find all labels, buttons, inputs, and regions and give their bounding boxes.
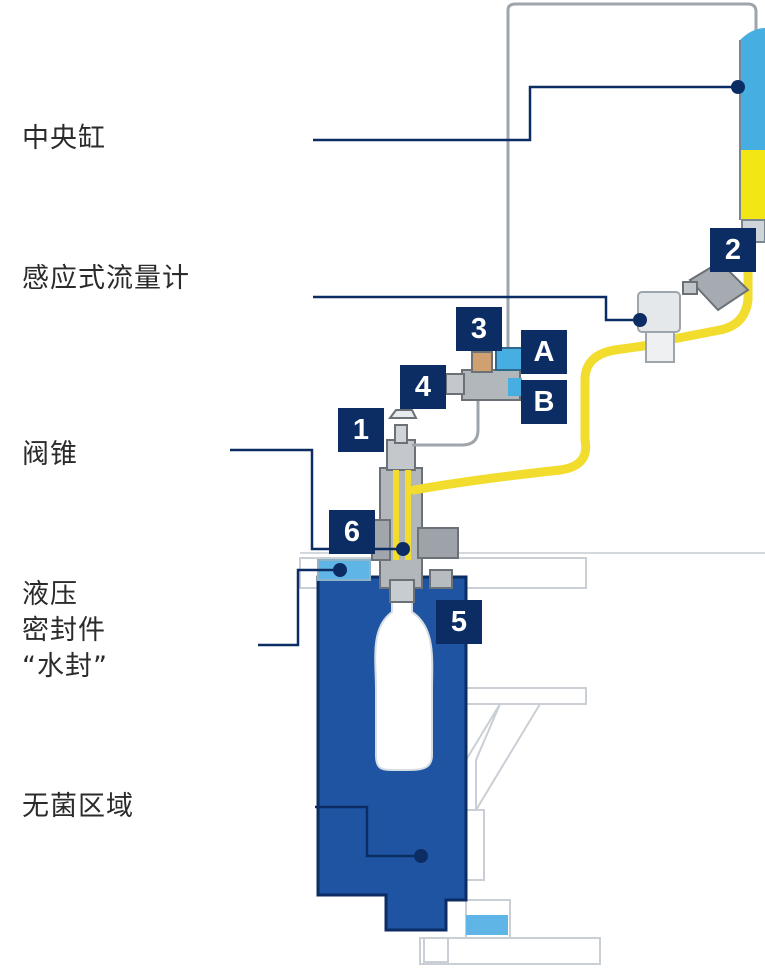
valve-block-3-4 — [445, 347, 523, 401]
badge-5: 5 — [436, 600, 482, 644]
badge-B: B — [521, 380, 567, 424]
label-central-tank: 中央缸 — [22, 123, 106, 154]
label-valve-cone: 阀锥 — [22, 439, 78, 470]
badge-3: 3 — [456, 307, 502, 351]
label-sterile-zone: 无菌区域 — [22, 791, 134, 822]
label-hydraulic-seal-line2: 密封件 — [22, 615, 106, 646]
filling-valve — [371, 409, 459, 603]
central-tank — [739, 28, 765, 243]
valve-2 — [682, 260, 750, 312]
leader-dots — [333, 80, 745, 863]
bottle — [374, 599, 434, 771]
label-flow-meter: 感应式流量计 — [22, 263, 190, 294]
gas-line — [412, 2, 758, 447]
badge-6: 6 — [329, 510, 375, 554]
badge-2: 2 — [710, 228, 756, 272]
badge-4: 4 — [400, 365, 446, 409]
badge-1: 1 — [338, 408, 384, 452]
label-hydraulic-seal-line1: 液压 — [22, 579, 78, 610]
flow-meter — [637, 291, 681, 363]
label-hydraulic-seal-line3: “水封” — [22, 651, 108, 682]
product-tube — [409, 255, 753, 495]
leader-lines — [230, 85, 738, 858]
badge-A: A — [521, 330, 567, 374]
